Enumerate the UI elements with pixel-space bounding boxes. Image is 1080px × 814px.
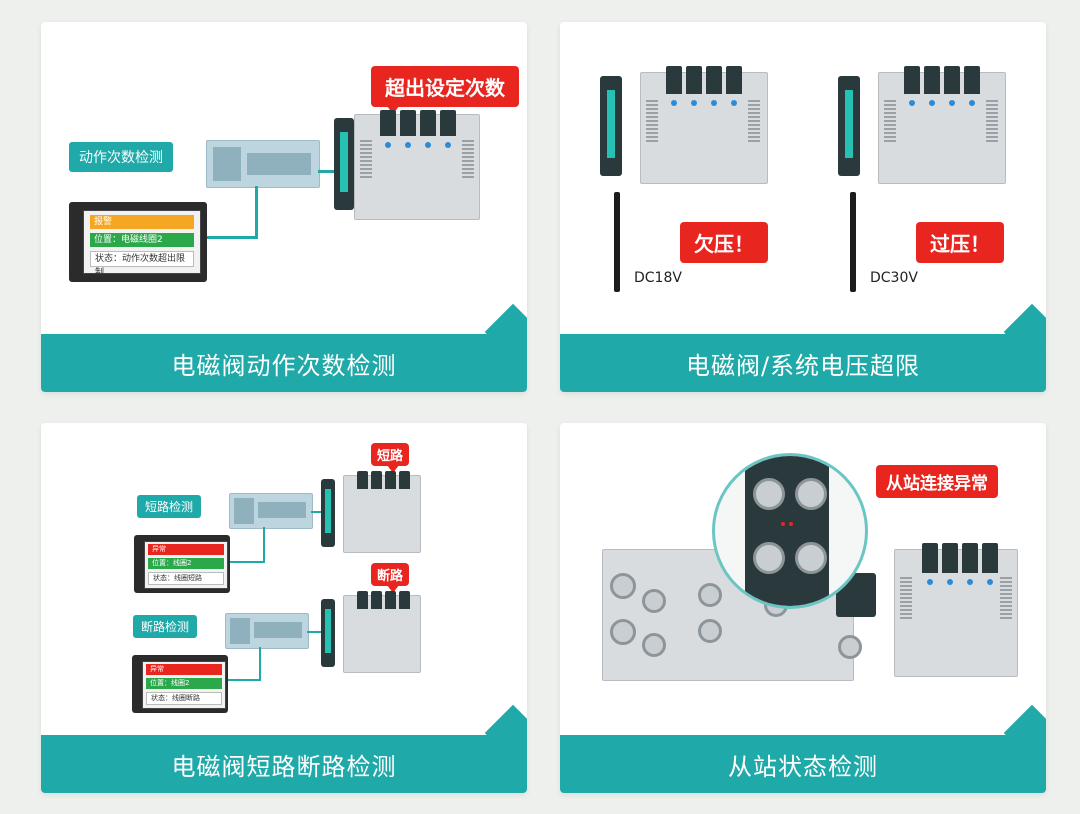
alert-exceed-count: 超出设定次数: [371, 66, 519, 114]
alert-open-circuit: 断路: [371, 563, 410, 593]
hmi-icon: 异常 位置：线圈2 状态：线圈短路: [134, 535, 230, 593]
hmi-row-status: 状态：线圈断路: [146, 692, 222, 705]
wire: [311, 511, 321, 513]
m12-connector-icon: [753, 542, 785, 574]
voltage-label-high: DC30V: [870, 270, 918, 286]
m12-connector-icon: [610, 619, 636, 645]
tag-open-circuit: 断路检测: [133, 615, 198, 638]
plc-icon: [225, 613, 309, 649]
valve-terminal-icon: [321, 471, 421, 555]
hmi-row-position: 位置：线圈2: [148, 558, 224, 569]
cable-icon: [614, 192, 620, 292]
hmi-row-status: 状态：动作次数超出限制: [90, 251, 194, 278]
hmi-row-alarm: 报警: [90, 215, 194, 229]
m12-connector-icon: [838, 635, 862, 659]
card-illustration: 短路检测 异常 位置：线圈2 状态：线圈短路 短路 断路检测: [41, 423, 527, 735]
wire: [206, 236, 258, 239]
magnifier: [712, 453, 868, 609]
card-voltage-limit: DC18V 欠压！ DC30V 过压！ 电磁阀/系统电压超限: [560, 22, 1046, 392]
alert-undervoltage: 欠压！: [680, 222, 768, 263]
hmi-row-alarm: 异常: [148, 544, 224, 555]
hmi-row-alarm: 异常: [146, 664, 222, 675]
plc-icon: [229, 493, 313, 529]
card-illustration: 动作次数检测 报警 位置：电磁线圈2 状态：动作次数超出限制 超出设定次数: [41, 22, 527, 334]
hmi-row-status: 状态：线圈短路: [148, 572, 224, 585]
m12-connector-icon: [795, 478, 827, 510]
wire: [307, 631, 321, 633]
card-title: 电磁阀短路断路检测: [171, 752, 397, 781]
hmi-icon: 异常 位置：线圈2 状态：线圈断路: [132, 655, 228, 713]
tag-action-count: 动作次数检测: [69, 142, 173, 172]
tag-short-circuit: 短路检测: [137, 495, 202, 518]
card-title: 从站状态检测: [728, 752, 878, 781]
card-action-count: 动作次数检测 报警 位置：电磁线圈2 状态：动作次数超出限制 超出设定次数: [41, 22, 527, 392]
m12-connector-icon: [642, 589, 666, 613]
valve-terminal-icon: [838, 66, 1008, 196]
alert-slave-connection: 从站连接异常: [876, 465, 998, 498]
card-title-bar: 电磁阀/系统电压超限: [560, 334, 1046, 392]
card-illustration: DC18V 欠压！ DC30V 过压！: [560, 22, 1046, 334]
wire: [263, 527, 265, 563]
card-title-bar: 电磁阀动作次数检测: [41, 334, 527, 392]
valve-terminal-icon: [600, 66, 770, 196]
card-title-bar: 电磁阀短路断路检测: [41, 735, 527, 793]
hmi-row-position: 位置：电磁线圈2: [90, 233, 194, 247]
m12-connector-icon: [698, 619, 722, 643]
wire: [223, 679, 261, 681]
m12-connector-icon: [795, 542, 827, 574]
cable-icon: [850, 192, 856, 292]
m12-connector-icon: [642, 633, 666, 657]
m12-connector-icon: [753, 478, 785, 510]
valve-terminal-icon: [894, 543, 1018, 683]
wire: [255, 186, 258, 238]
card-illustration: 从站连接异常: [560, 423, 1046, 735]
valve-terminal-icon: [321, 591, 421, 675]
alert-short-circuit: 短路: [371, 443, 410, 473]
card-title: 电磁阀动作次数检测: [171, 351, 397, 380]
card-title-bar: 从站状态检测: [560, 735, 1046, 793]
card-slave-status: 从站连接异常 从站状态检测: [560, 423, 1046, 793]
card-short-open-circuit: 短路检测 异常 位置：线圈2 状态：线圈短路 短路 断路检测: [41, 423, 527, 793]
valve-terminal-icon: [334, 110, 484, 230]
hmi-icon: 报警 位置：电磁线圈2 状态：动作次数超出限制: [69, 202, 207, 282]
voltage-label-low: DC18V: [634, 270, 682, 286]
hmi-row-position: 位置：线圈2: [146, 678, 222, 689]
wire: [227, 561, 265, 563]
alert-overvoltage: 过压！: [916, 222, 1004, 263]
plc-icon: [206, 140, 320, 188]
wire: [259, 647, 261, 681]
card-title: 电磁阀/系统电压超限: [685, 351, 921, 380]
m12-connector-icon: [610, 573, 636, 599]
m12-connector-icon: [698, 583, 722, 607]
